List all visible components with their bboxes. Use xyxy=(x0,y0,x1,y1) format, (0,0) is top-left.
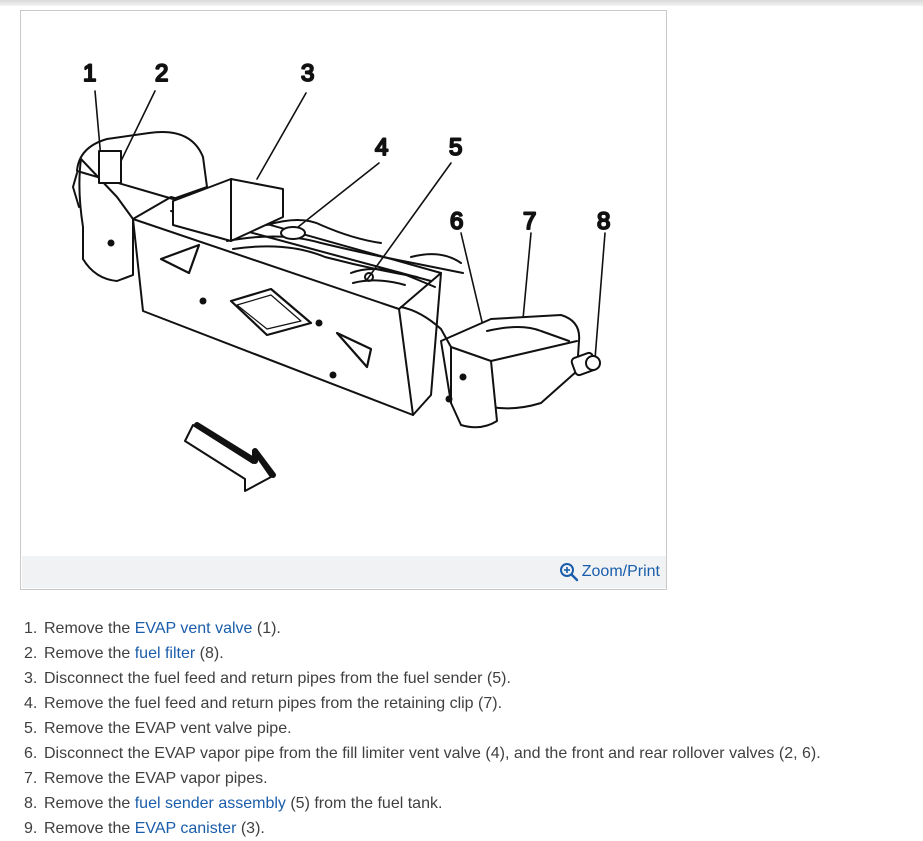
callout-3: 3 xyxy=(301,60,314,87)
step-text: Remove the EVAP vapor pipes. xyxy=(44,770,268,787)
step-1: 1. Remove the EVAP vent valve (1). xyxy=(24,616,821,641)
zoom-print-link[interactable]: Zoom/Print xyxy=(559,562,660,582)
step-2: 2. Remove the fuel filter (8). xyxy=(24,641,821,666)
step-number: 1. xyxy=(24,620,38,637)
step-number: 5. xyxy=(24,720,38,737)
step-text: Remove the xyxy=(44,620,135,637)
step-text: Remove the EVAP vent valve pipe. xyxy=(44,720,292,737)
evap-canister-link[interactable]: EVAP canister xyxy=(134,820,237,837)
front-arrow-icon xyxy=(184,422,276,492)
zoom-in-icon xyxy=(559,563,578,582)
step-number: 7. xyxy=(24,770,38,787)
callout-4: 4 xyxy=(375,134,388,161)
step-6: 6. Disconnect the EVAP vapor pipe from th… xyxy=(24,741,821,766)
callout-5: 5 xyxy=(449,134,462,161)
callout-labels: 1 2 3 4 5 6 7 8 xyxy=(82,59,611,236)
step-text: Remove the xyxy=(44,795,135,812)
fuel-sender-assembly-link[interactable]: fuel sender assembly xyxy=(134,795,286,812)
step-text: (1). xyxy=(252,620,281,637)
step-number: 6. xyxy=(24,745,38,762)
step-text: Disconnect the fuel feed and return pipe… xyxy=(44,670,511,687)
step-5: 5. Remove the EVAP vent valve pipe. xyxy=(24,716,821,741)
callout-1: 1 xyxy=(83,60,96,87)
fuel-tank xyxy=(72,131,601,429)
zoom-print-label[interactable]: Zoom/Print xyxy=(581,563,660,580)
diagram-figure: 1 2 3 4 5 6 7 8 Zoom/Print xyxy=(20,10,667,590)
evap-vent-valve-link[interactable]: EVAP vent valve xyxy=(134,620,253,637)
step-text: (5) from the fuel tank. xyxy=(285,795,443,812)
figure-footer: Zoom/Print xyxy=(22,556,666,588)
step-text: (8). xyxy=(195,645,224,662)
procedure-steps: 1. Remove the EVAP vent valve (1). 2. Remo… xyxy=(24,616,821,841)
step-text: Remove the fuel feed and return pipes fr… xyxy=(44,695,503,712)
callout-7: 7 xyxy=(523,208,536,235)
step-8: 8. Remove the fuel sender assembly (5) fr… xyxy=(24,791,821,816)
step-number: 3. xyxy=(24,670,38,687)
step-number: 4. xyxy=(24,695,38,712)
step-3: 3. Disconnect the fuel feed and return pi… xyxy=(24,666,821,691)
callout-8: 8 xyxy=(597,208,610,235)
callout-2: 2 xyxy=(155,60,168,87)
step-4: 4. Remove the fuel feed and return pipes … xyxy=(24,691,821,716)
step-text: Remove the xyxy=(44,820,135,837)
step-text: (3). xyxy=(236,820,265,837)
fuel-filter-link[interactable]: fuel filter xyxy=(134,645,196,662)
step-9: 9. Remove the EVAP canister (3). xyxy=(24,816,821,841)
step-text: Remove the xyxy=(44,645,135,662)
top-bar xyxy=(0,0,923,6)
callout-6: 6 xyxy=(450,208,463,235)
leader-lines xyxy=(94,90,606,360)
step-number: 2. xyxy=(24,645,38,662)
step-number: 9. xyxy=(24,820,38,837)
step-number: 8. xyxy=(24,795,38,812)
step-text: Disconnect the EVAP vapor pipe from the … xyxy=(44,745,821,762)
step-7: 7. Remove the EVAP vapor pipes. xyxy=(24,766,821,791)
fuel-tank-diagram: 1 2 3 4 5 6 7 8 xyxy=(72,59,611,492)
